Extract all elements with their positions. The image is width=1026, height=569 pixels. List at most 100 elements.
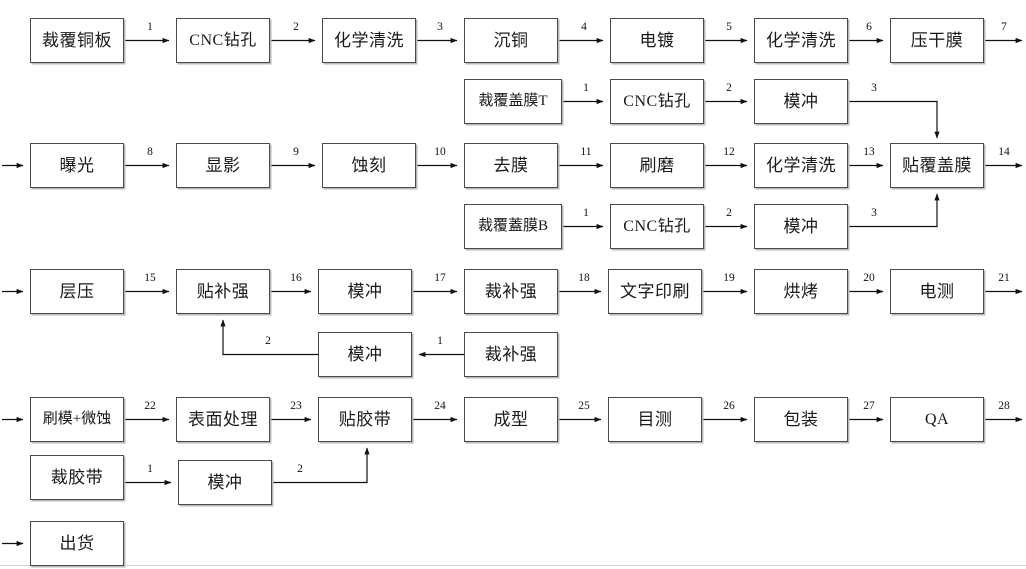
- process-node-n37[interactable]: 裁胶带: [30, 455, 124, 500]
- process-node-label: 模冲: [347, 345, 383, 364]
- process-node-label: 成型: [493, 410, 529, 429]
- process-node-n23[interactable]: 模冲: [318, 269, 412, 314]
- process-node-n9[interactable]: CNC钻孔: [610, 79, 704, 124]
- edge-sequence-label: 12: [723, 146, 735, 158]
- process-node-label: 模冲: [783, 217, 819, 236]
- edge-sequence-label: 16: [290, 272, 302, 284]
- process-node-label: 贴覆盖膜: [902, 156, 972, 175]
- process-node-label: 压干膜: [910, 31, 964, 50]
- process-node-n35[interactable]: 包装: [754, 397, 848, 442]
- process-node-label: QA: [924, 410, 950, 428]
- process-node-label: 包装: [783, 410, 819, 429]
- process-node-label: 刷磨: [639, 156, 675, 175]
- process-node-n33[interactable]: 成型: [464, 397, 558, 442]
- edge-sequence-label: 1: [583, 207, 589, 219]
- edge-sequence-label: 20: [863, 272, 875, 284]
- process-node-label: 层压: [59, 282, 95, 301]
- process-node-n21[interactable]: 层压: [30, 269, 124, 314]
- edge-sequence-label: 9: [293, 146, 299, 158]
- process-node-n18[interactable]: 裁覆蓋膜B: [464, 204, 562, 249]
- process-node-label: 化学清洗: [766, 156, 836, 175]
- process-node-n36[interactable]: QA: [890, 397, 984, 442]
- process-node-label: 模冲: [783, 92, 819, 111]
- process-node-label: 裁补强: [484, 345, 538, 364]
- process-node-n19[interactable]: CNC钻孔: [610, 204, 704, 249]
- process-node-label: 蚀刻: [351, 156, 387, 175]
- process-node-n3[interactable]: 化学清洗: [322, 18, 416, 63]
- process-node-label: CNC钻孔: [189, 31, 257, 49]
- process-node-n11[interactable]: 曝光: [30, 143, 124, 188]
- edge-sequence-label: 22: [144, 400, 156, 412]
- process-node-label: 沉铜: [493, 31, 529, 50]
- process-node-n10[interactable]: 模冲: [754, 79, 848, 124]
- process-node-label: 表面处理: [188, 410, 258, 429]
- edge-sequence-label: 5: [726, 21, 732, 33]
- edge-sequence-label: 25: [578, 400, 590, 412]
- process-node-n31[interactable]: 表面处理: [176, 397, 270, 442]
- edge-sequence-label: 11: [580, 146, 592, 158]
- edge-sequence-label: 15: [144, 272, 156, 284]
- edge-sequence-label: 26: [723, 400, 735, 412]
- process-node-n34[interactable]: 目测: [608, 397, 702, 442]
- process-node-label: 裁补强: [484, 282, 538, 301]
- process-node-n27[interactable]: 电测: [890, 269, 984, 314]
- process-node-label: 曝光: [59, 156, 95, 175]
- process-node-n25[interactable]: 文字印刷: [608, 269, 702, 314]
- edge-sequence-label: 2: [726, 82, 732, 94]
- process-node-label: 去膜: [493, 156, 529, 175]
- process-node-n29[interactable]: 裁补强: [464, 332, 558, 377]
- edge-sequence-label: 3: [871, 207, 877, 219]
- edge-sequence-label: 21: [998, 272, 1010, 284]
- edge-sequence-label: 6: [866, 21, 872, 33]
- edge-sequence-label: 10: [434, 146, 446, 158]
- edge-sequence-label: 17: [434, 272, 446, 284]
- process-node-n38[interactable]: 模冲: [178, 460, 272, 505]
- process-node-label: CNC钻孔: [623, 92, 691, 110]
- process-node-label: 裁覆蓋膜B: [477, 218, 548, 234]
- edge-sequence-label: 1: [583, 82, 589, 94]
- process-node-n4[interactable]: 沉铜: [464, 18, 558, 63]
- process-node-n7[interactable]: 压干膜: [890, 18, 984, 63]
- process-node-n1[interactable]: 裁覆铜板: [30, 18, 124, 63]
- edge-sequence-label: 2: [265, 335, 271, 347]
- process-node-label: 贴补强: [196, 282, 250, 301]
- process-node-n17[interactable]: 贴覆盖膜: [890, 143, 984, 188]
- process-node-label: 出货: [59, 534, 95, 553]
- edge-sequence-label: 3: [437, 21, 443, 33]
- process-node-n12[interactable]: 显影: [176, 143, 270, 188]
- process-node-label: 烘烤: [783, 282, 819, 301]
- edge-sequence-label: 2: [293, 21, 299, 33]
- process-node-n20[interactable]: 模冲: [754, 204, 848, 249]
- edge-sequence-label: 2: [726, 207, 732, 219]
- process-node-n32[interactable]: 贴胶带: [318, 397, 412, 442]
- process-node-label: 化学清洗: [766, 31, 836, 50]
- process-node-label: 电镀: [639, 31, 675, 50]
- process-node-label: 电测: [919, 282, 955, 301]
- process-node-label: 裁覆盖膜T: [478, 93, 548, 109]
- process-node-n6[interactable]: 化学清洗: [754, 18, 848, 63]
- edge-sequence-label: 1: [437, 335, 443, 347]
- process-node-label: 文字印刷: [620, 282, 690, 301]
- process-node-n26[interactable]: 烘烤: [754, 269, 848, 314]
- process-node-n14[interactable]: 去膜: [464, 143, 558, 188]
- process-node-n22[interactable]: 贴补强: [176, 269, 270, 314]
- process-node-n15[interactable]: 刷磨: [610, 143, 704, 188]
- process-node-n16[interactable]: 化学清洗: [754, 143, 848, 188]
- edge-sequence-label: 28: [998, 400, 1010, 412]
- process-node-n2[interactable]: CNC钻孔: [176, 18, 270, 63]
- edge-sequence-label: 1: [147, 463, 153, 475]
- edge-sequence-label: 14: [998, 146, 1010, 158]
- process-node-label: 贴胶带: [338, 410, 392, 429]
- process-node-n28[interactable]: 模冲: [318, 332, 412, 377]
- process-node-n5[interactable]: 电镀: [610, 18, 704, 63]
- process-node-n8[interactable]: 裁覆盖膜T: [464, 79, 562, 124]
- process-node-n30[interactable]: 刷模+微蚀: [30, 397, 124, 442]
- process-node-label: 化学清洗: [334, 31, 404, 50]
- process-node-label: 模冲: [207, 473, 243, 492]
- edge-sequence-label: 13: [863, 146, 875, 158]
- process-node-n39[interactable]: 出货: [30, 521, 124, 566]
- process-node-n24[interactable]: 裁补强: [464, 269, 558, 314]
- process-node-n13[interactable]: 蚀刻: [322, 143, 416, 188]
- process-node-label: 刷模+微蚀: [42, 411, 112, 427]
